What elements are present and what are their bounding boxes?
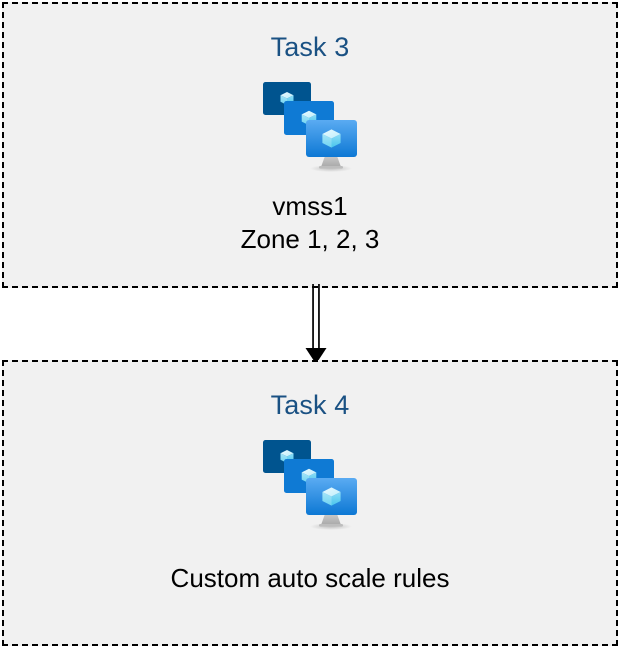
panel-task-3-caption: vmss1 Zone 1, 2, 3 — [241, 190, 380, 257]
panel-task-4-caption: Custom auto scale rules — [171, 562, 450, 595]
caption-line: vmss1 — [272, 190, 348, 221]
caption-line: Zone 1, 2, 3 — [240, 223, 380, 254]
panel-task-4-title: Task 4 — [270, 390, 350, 420]
panel-task-3[interactable]: Task 3 — [2, 2, 618, 288]
vmss-icon — [263, 81, 357, 172]
panel-task-3-content: Task 3 — [4, 4, 616, 286]
connector-arrow-task3-to-task4 — [305, 284, 327, 364]
panel-task-3-title: Task 3 — [270, 32, 350, 62]
panel-task-4[interactable]: Task 4 — [2, 360, 618, 646]
panel-task-4-content: Task 4 — [4, 362, 616, 644]
vmss-icon — [263, 439, 357, 530]
caption-line: Custom auto scale rules — [170, 562, 450, 593]
